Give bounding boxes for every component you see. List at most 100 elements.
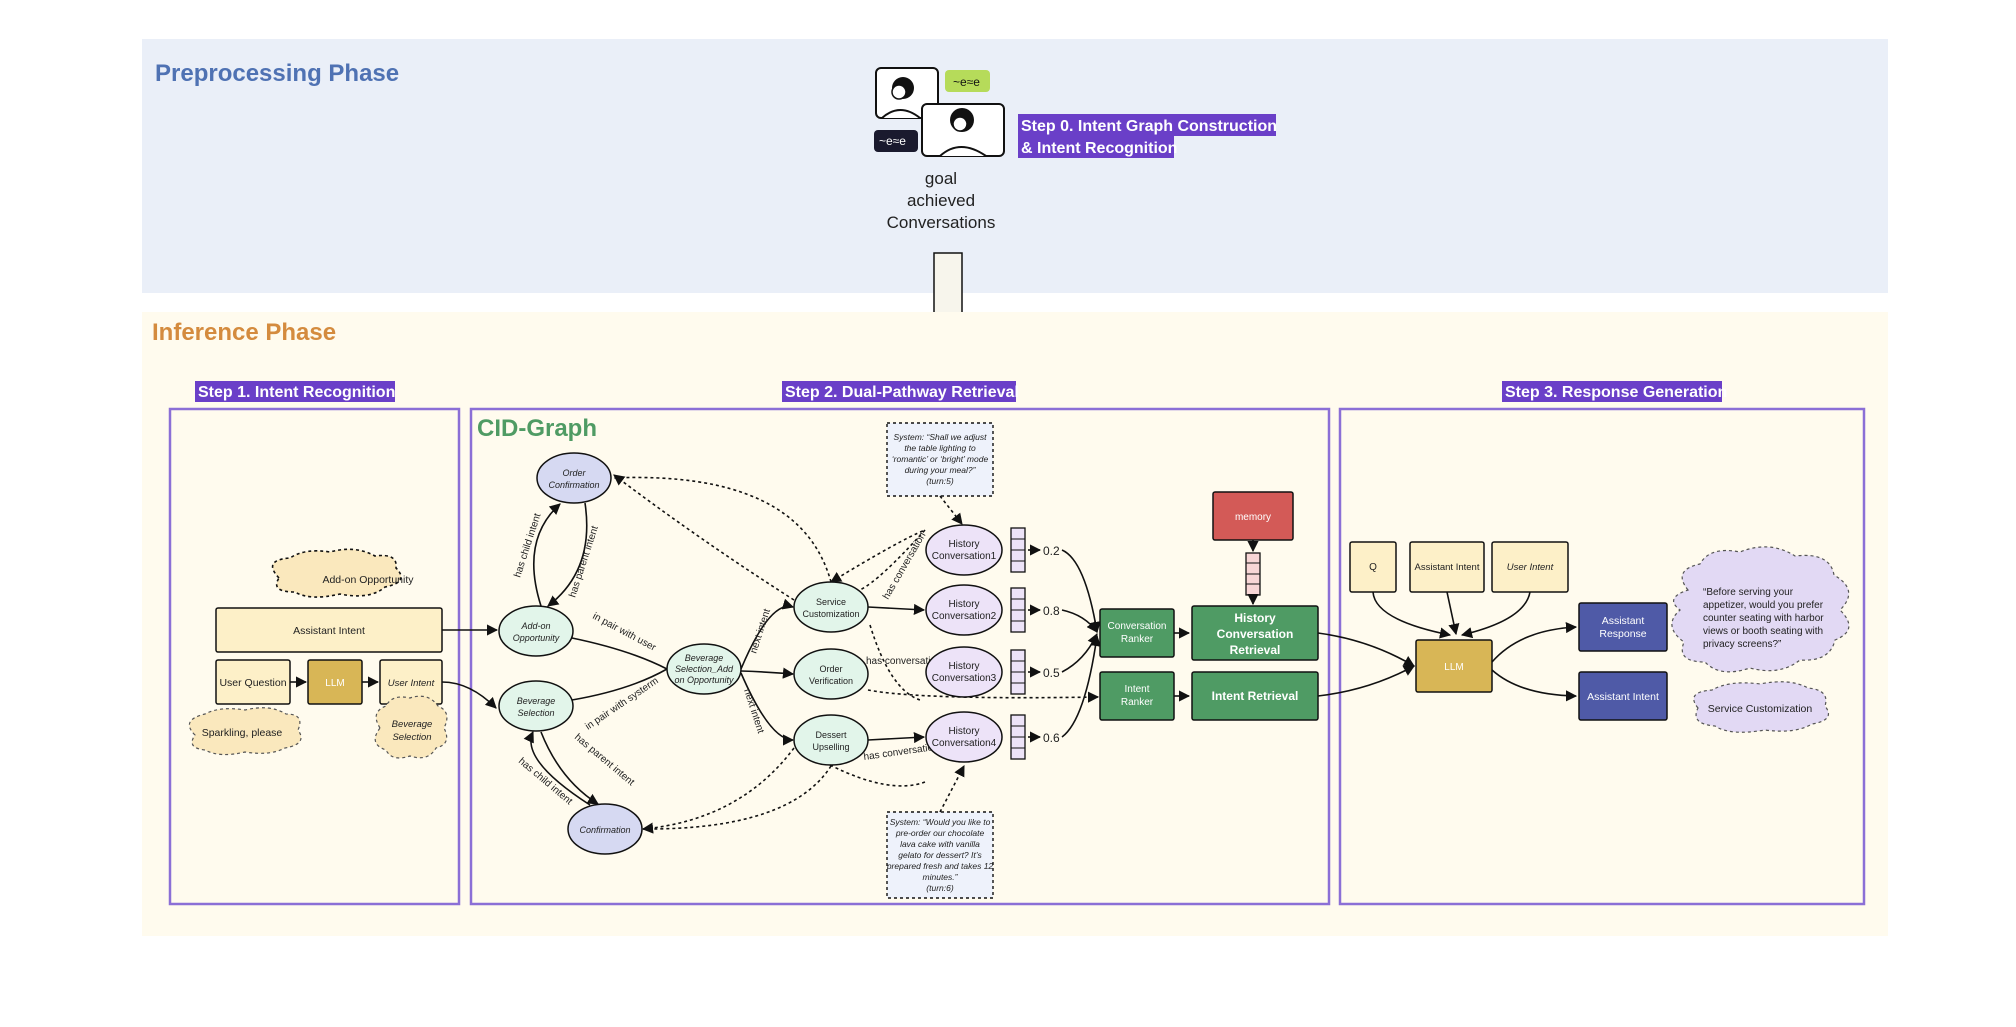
quote-cloud-l4: views or booth seating with — [1703, 626, 1823, 637]
system-top-l2: the table lighting to — [904, 443, 976, 453]
conversation-ranker — [1099, 608, 1175, 658]
beverage-cloud-text-1: Beverage — [392, 719, 433, 730]
vector-1 — [1010, 527, 1026, 573]
step2-banner — [782, 381, 1016, 402]
step0-label-1: Step 0. Intent Graph Construction — [1021, 118, 1277, 135]
step1-llm-label: LLM — [325, 678, 344, 689]
node-beverage — [498, 680, 574, 732]
svg-text:Conversation3: Conversation3 — [932, 673, 997, 684]
quote-cloud-l5: privacy screens?” — [1703, 639, 1781, 650]
system-top-l3: ‘romantic’ or ‘bright’ mode — [892, 454, 989, 464]
system-box-bottom — [886, 811, 994, 899]
goal-text-1: goal — [925, 169, 957, 188]
system-bottom-l6: minutes.” — [923, 872, 959, 882]
node-dessert — [793, 714, 869, 766]
step0-label-2: & Intent Recognition — [1021, 140, 1177, 157]
system-bottom-l1: System: “Would you like to — [890, 817, 991, 827]
step0-banner-2 — [1018, 136, 1174, 158]
history-retrieval-l2: Conversation — [1217, 627, 1294, 641]
svg-text:Conversation1: Conversation1 — [932, 551, 997, 562]
history-retrieval-l3: Retrieval — [1230, 643, 1281, 657]
svg-text:Conversation2: Conversation2 — [932, 611, 997, 622]
conversation-ranker-l1: Conversation — [1108, 621, 1167, 632]
system-top-l4: during your meal?” — [905, 465, 977, 475]
assistant-response-l1: Assistant — [1602, 615, 1645, 627]
intent-ranker-l1: Intent — [1124, 684, 1149, 695]
step3-llm-box — [1415, 639, 1493, 693]
step0-banner-1 — [1018, 114, 1276, 136]
node-dessert-l2: Upselling — [812, 742, 849, 752]
beverage-cloud — [374, 695, 448, 759]
quote-cloud-l3: counter seating with harbor — [1703, 613, 1824, 624]
service-cloud-text: Service Customization — [1708, 703, 1813, 715]
step3-frame — [1338, 407, 1866, 906]
node-order-confirmation — [536, 452, 612, 504]
svg-text:History: History — [948, 599, 979, 610]
user-intent-label: User Intent — [388, 678, 435, 689]
intent-ranker — [1099, 671, 1175, 721]
step1-frame — [168, 407, 461, 906]
conversation-illustration: ~e≈e ~e≈e — [874, 67, 1005, 157]
inference-title: Inference Phase — [152, 319, 336, 346]
user-question-label: User Question — [219, 677, 286, 689]
step3-user-intent-label: User Intent — [1507, 562, 1554, 573]
system-top-l1: System: “Shall we adjust — [893, 432, 987, 442]
system-bottom-l2: pre-order our chocolate — [895, 828, 985, 838]
svg-text:~e≈e: ~e≈e — [953, 75, 980, 89]
score-2: 0.8 — [1043, 604, 1060, 618]
svg-text:History: History — [948, 726, 979, 737]
system-bottom-l3: lava cake with vanilla — [900, 839, 980, 849]
assistant-response-l2: Response — [1599, 628, 1646, 640]
system-bottom-l7: (turn:6) — [926, 883, 954, 893]
addon-cloud — [271, 548, 402, 598]
system-bottom-l5: prepared fresh and takes 12 — [886, 861, 994, 871]
step3-title: Step 3. Response Generation — [1505, 384, 1727, 401]
edge-label-has-conv-2: has conversation — [866, 656, 942, 667]
node-bev-addon-l2: Selection_Add — [675, 664, 734, 674]
node-addon — [498, 605, 574, 657]
svg-text:~e≈e: ~e≈e — [879, 134, 906, 148]
history-node-3: History Conversation3 — [925, 646, 1003, 698]
assistant-response-box — [1578, 602, 1668, 652]
node-order-confirmation-l2: Confirmation — [548, 480, 599, 490]
preprocessing-title: Preprocessing Phase — [155, 60, 399, 87]
node-addon-l1: Add-on — [520, 621, 550, 631]
sparkling-cloud-text: Sparkling, please — [202, 727, 283, 739]
addon-cloud-text: Add-on Opportunity — [322, 574, 414, 586]
svg-text:History: History — [948, 539, 979, 550]
history-node-2: History Conversation2 — [925, 584, 1003, 636]
vector-4 — [1010, 714, 1026, 760]
node-bev-addon-l3: on Opportunity — [674, 675, 734, 685]
score-1: 0.2 — [1043, 544, 1060, 558]
quote-cloud-l2: appetizer, would you prefer — [1703, 600, 1824, 611]
node-beverage-l2: Selection — [517, 708, 554, 718]
beverage-cloud-text-2: Selection — [392, 732, 431, 743]
vector-3 — [1010, 649, 1026, 695]
vector-2 — [1010, 587, 1026, 633]
step2-frame — [469, 407, 1331, 906]
step3-banner — [1502, 381, 1722, 402]
intent-retrieval-label: Intent Retrieval — [1212, 689, 1299, 703]
preprocessing-panel — [142, 39, 1888, 293]
quote-cloud — [1671, 546, 1850, 673]
node-bev-addon-l1: Beverage — [685, 653, 724, 663]
node-order-verification — [793, 648, 869, 700]
memory-vector — [1245, 552, 1261, 596]
svg-text:History: History — [948, 661, 979, 672]
node-service — [793, 581, 869, 633]
node-confirmation-l1: Confirmation — [579, 825, 630, 835]
cid-graph-title: CID-Graph — [477, 415, 597, 442]
system-bottom-l4: gelato for dessert? It’s — [898, 850, 982, 860]
service-cloud — [1693, 681, 1829, 733]
q-label: Q — [1369, 562, 1377, 573]
step1-assistant-intent-label: Assistant Intent — [293, 625, 365, 637]
step1-banner — [195, 381, 395, 402]
step2-title: Step 2. Dual-Pathway Retrieval — [785, 384, 1019, 401]
step3-assistant-intent-label: Assistant Intent — [1415, 562, 1480, 573]
node-addon-l2: Opportunity — [513, 633, 560, 643]
svg-text:Conversation4: Conversation4 — [932, 738, 997, 749]
node-dessert-l1: Dessert — [815, 730, 847, 740]
step3-llm-label: LLM — [1444, 662, 1463, 673]
history-node-1: History Conversation1 — [925, 524, 1003, 576]
